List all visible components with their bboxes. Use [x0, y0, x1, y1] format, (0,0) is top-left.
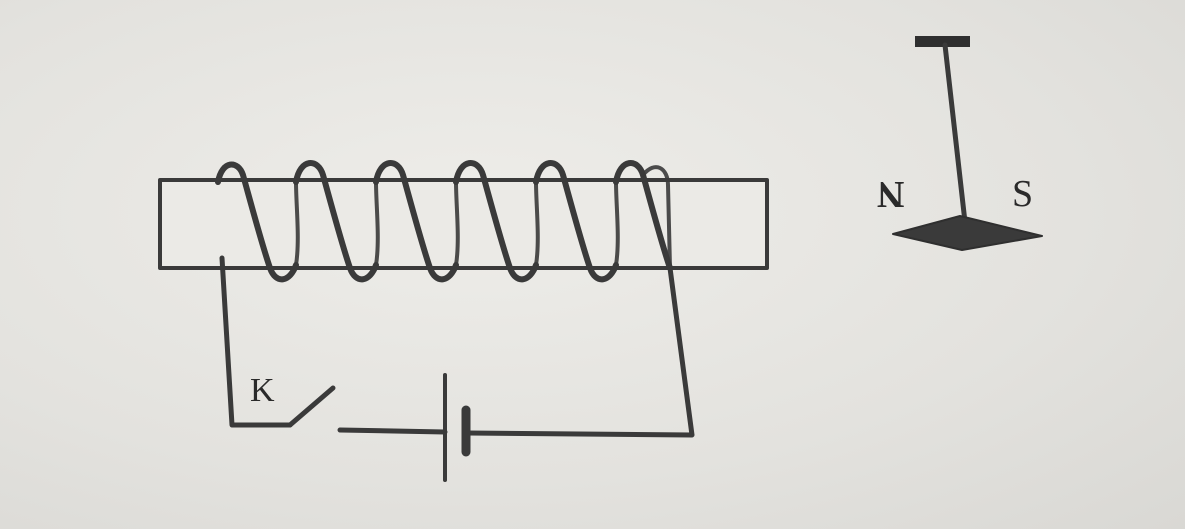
- right-wire: [465, 265, 695, 438]
- switch-blade: [287, 385, 336, 428]
- middle-wire: [337, 427, 448, 435]
- left-wire: [219, 255, 293, 428]
- needle-thread: [942, 42, 968, 225]
- needle-south-label: S: [1012, 173, 1034, 215]
- circuit-wires: [219, 255, 695, 438]
- battery: [443, 373, 471, 482]
- needle-north-label: N: [877, 173, 905, 215]
- coil-back: [294, 165, 672, 270]
- needle-mount: [915, 36, 970, 47]
- switch-label: K: [250, 372, 275, 409]
- needle-body: [892, 215, 1043, 251]
- magnetic-needle: [892, 36, 1043, 251]
- iron-core: [158, 178, 769, 270]
